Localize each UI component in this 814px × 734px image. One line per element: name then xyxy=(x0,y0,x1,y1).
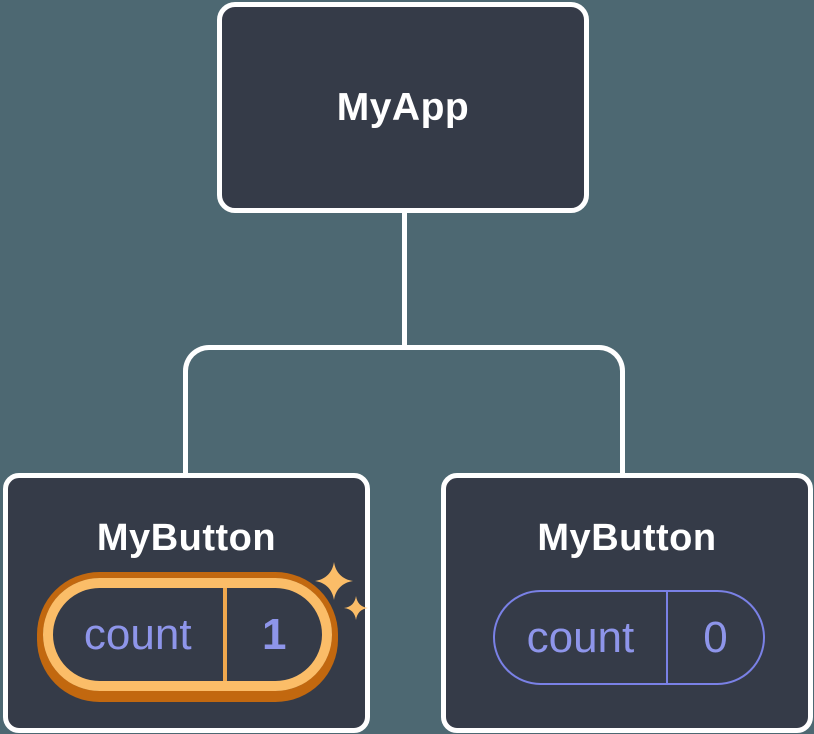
state-key: count xyxy=(495,592,668,683)
state-pill-highlighted: count 1 xyxy=(43,578,332,691)
sparkles-icon xyxy=(315,562,368,620)
state-pill-plain: count 0 xyxy=(493,590,765,685)
state-value: 0 xyxy=(703,612,728,662)
connector-root-stem xyxy=(402,213,407,348)
state-value: 1 xyxy=(262,609,287,659)
state-key: count xyxy=(53,588,227,681)
node-mybutton-right-label: MyButton xyxy=(537,517,717,559)
node-myapp: MyApp xyxy=(217,2,589,213)
node-mybutton-right: MyButton count 0 xyxy=(441,473,813,733)
node-mybutton-left-label: MyButton xyxy=(96,517,277,559)
node-myapp-label: MyApp xyxy=(336,85,470,129)
node-mybutton-left: MyButton count 1 xyxy=(3,473,370,733)
connector-branch-bracket xyxy=(183,345,625,473)
